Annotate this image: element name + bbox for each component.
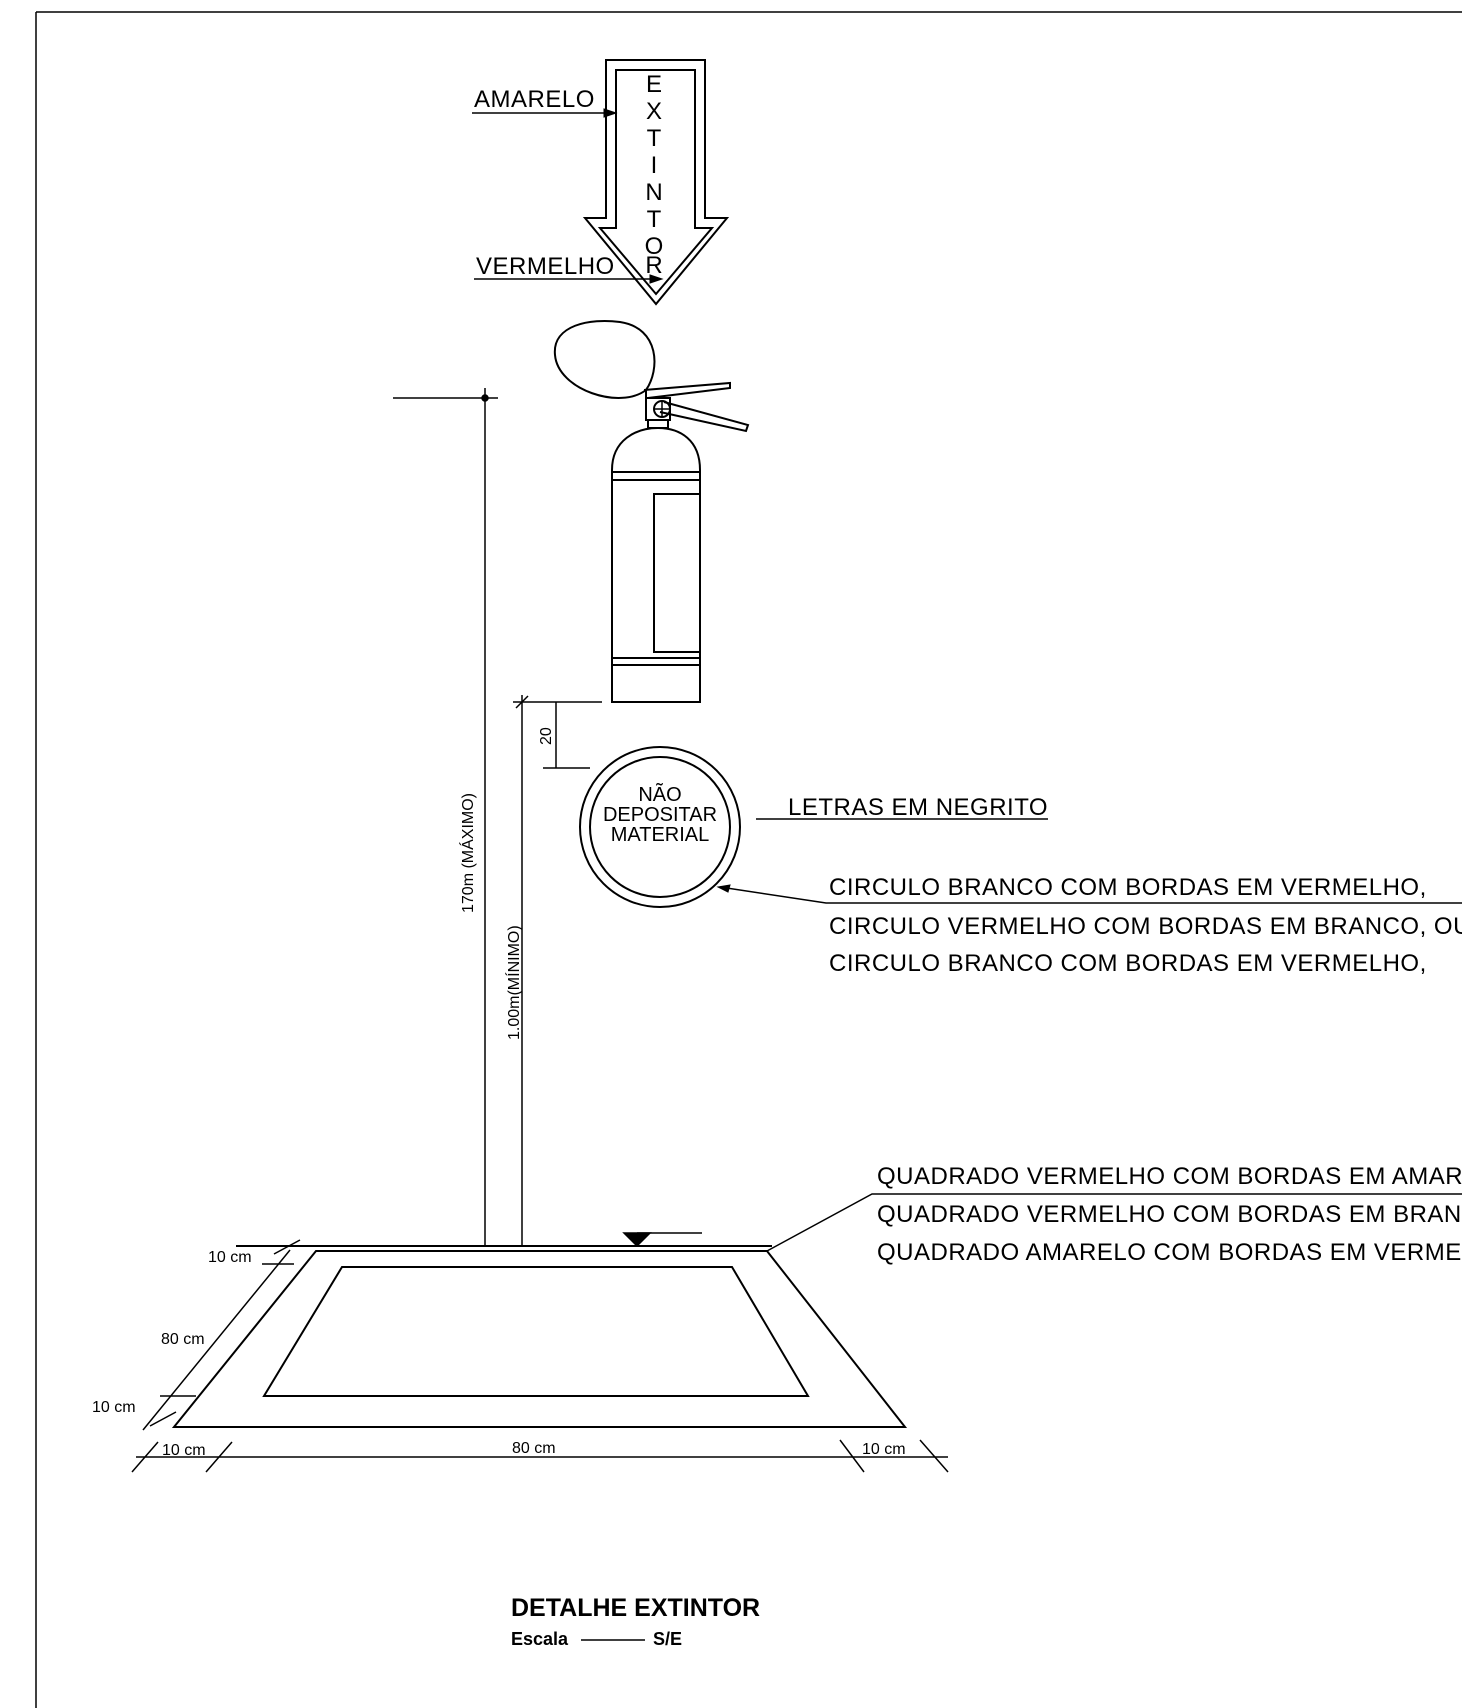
dim-bottom-left: 10 cm xyxy=(162,1442,206,1459)
drawing-title: DETALHE EXTINTOR xyxy=(511,1594,760,1622)
arrow-letter: R xyxy=(645,252,662,279)
arrow-outer-outline xyxy=(582,59,730,306)
note-circle-3: CIRCULO BRANCO COM BORDAS EM VERMELHO, xyxy=(829,950,1427,977)
sign-outer-circle xyxy=(579,746,741,908)
floor-square-inner xyxy=(262,1266,810,1397)
leader-circle-arrowhead xyxy=(716,884,731,893)
extinguisher-label xyxy=(653,493,701,653)
dim-border-left: 10 cm xyxy=(92,1399,136,1416)
extinguisher-hose xyxy=(553,320,656,399)
label-amarelo: AMARELO xyxy=(474,86,595,113)
level-marker-triangle xyxy=(622,1232,652,1248)
arrow-letter: E xyxy=(646,71,662,98)
sign-inner-circle xyxy=(589,756,731,898)
sign-text-nao: NÃO xyxy=(638,782,681,806)
sign-text-material: MATERIAL xyxy=(611,824,710,846)
note-square-2: QUADRADO VERMELHO COM BORDAS EM BRANCO, xyxy=(877,1201,1462,1228)
leader-square-notes xyxy=(766,1193,1462,1252)
dim-border-top: 10 cm xyxy=(208,1249,252,1266)
arrow-letter: T xyxy=(647,206,662,233)
extinguisher-body xyxy=(611,426,701,703)
note-square-1: QUADRADO VERMELHO COM BORDAS EM AMARELO xyxy=(877,1163,1462,1190)
min-height-top-tick xyxy=(515,695,529,709)
dim-left-tick-top xyxy=(273,1239,301,1255)
dim-min-height: 1.00m(MÍNIMO) xyxy=(504,925,523,1040)
arrow-letter: O xyxy=(645,233,664,260)
dim-bottom-tick-2 xyxy=(205,1441,233,1473)
square-dimensions xyxy=(131,1239,949,1473)
dim-left-tick-bottom xyxy=(149,1411,177,1427)
height-dimensions xyxy=(393,388,602,1246)
arrow-inner-outline xyxy=(597,69,715,296)
arrow-letters: E X T I N T O R xyxy=(645,71,664,279)
arrow-letter: I xyxy=(651,152,658,179)
dim-bottom-tick-1 xyxy=(131,1441,159,1473)
arrow-letter: N xyxy=(645,179,662,206)
dim-bottom-right: 10 cm xyxy=(862,1441,906,1458)
dim-depth: 80 cm xyxy=(161,1331,205,1348)
arrow-letter: T xyxy=(647,125,662,152)
extinguisher-handle-top xyxy=(643,381,731,399)
level-marker xyxy=(622,1232,702,1248)
sign-text-depositar: DEPOSITAR xyxy=(603,804,717,826)
no-deposit-sign xyxy=(579,746,741,908)
arrow-letter: X xyxy=(646,98,662,125)
note-circle-1: CIRCULO BRANCO COM BORDAS EM VERMELHO, xyxy=(829,874,1427,901)
dim-bottom-tick-4 xyxy=(919,1439,949,1473)
dim-max-height: 170m (MÁXIMO) xyxy=(458,793,477,913)
leader-amarelo-arrowhead xyxy=(603,108,618,118)
label-vermelho: VERMELHO xyxy=(476,253,615,280)
floor-square-outer xyxy=(171,1250,908,1428)
leader-circle-notes xyxy=(719,886,1462,904)
leader-vermelho-arrowhead xyxy=(649,274,664,284)
note-circle-2: CIRCULO VERMELHO COM BORDAS EM BRANCO, O… xyxy=(829,913,1462,940)
scale-label: Escala xyxy=(511,1629,569,1649)
dim-gap: 20 xyxy=(538,727,555,745)
dim-left-diagonal xyxy=(142,1249,291,1431)
extinguisher-neck xyxy=(647,419,669,429)
floor-marking-square xyxy=(171,1245,908,1428)
note-letters-bold: LETRAS EM NEGRITO xyxy=(788,794,1048,821)
dim-bottom-width: 80 cm xyxy=(512,1440,556,1457)
fire-extinguisher xyxy=(553,320,750,703)
dim-bottom-tick-3 xyxy=(839,1439,865,1473)
extinguisher-handle-lever xyxy=(659,401,750,433)
max-height-top-tick xyxy=(481,394,489,402)
extintor-arrow-sign xyxy=(582,59,730,306)
scale-value: S/E xyxy=(653,1629,682,1649)
note-square-3: QUADRADO AMARELO COM BORDAS EM VERMELHO. xyxy=(877,1239,1462,1266)
